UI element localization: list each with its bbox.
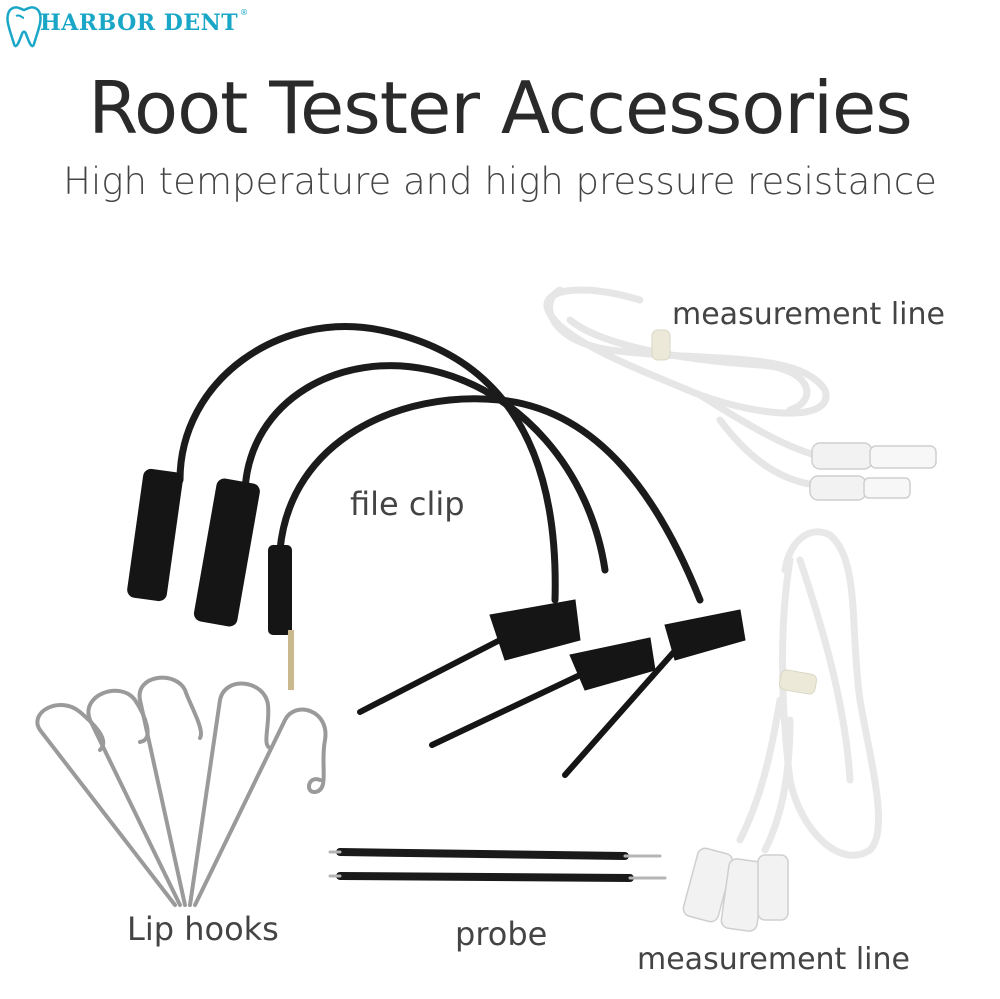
measurement-line-top-label: measurement line (672, 297, 945, 332)
tooth-logo-icon (6, 6, 42, 48)
page-subtitle: High temperature and high pressure resis… (63, 160, 937, 203)
file-clip-jacks (127, 468, 294, 690)
lip-hooks-label: Lip hooks (127, 910, 279, 948)
lip-hooks (35, 675, 328, 907)
measurement-line-bottom (682, 528, 883, 932)
page-title: Root Tester Accessories (88, 66, 913, 150)
measurement-line-bottom-label: measurement line (637, 942, 910, 977)
probes (328, 848, 667, 882)
brand-name: HARBOR DENT (40, 10, 239, 36)
registered-mark: ® (240, 8, 248, 17)
file-clip-label: file clip (350, 485, 465, 523)
probe-label: probe (455, 915, 548, 953)
file-clip-heads (357, 599, 746, 778)
file-clip-cables (176, 323, 704, 604)
measurement-line-top (543, 286, 937, 501)
